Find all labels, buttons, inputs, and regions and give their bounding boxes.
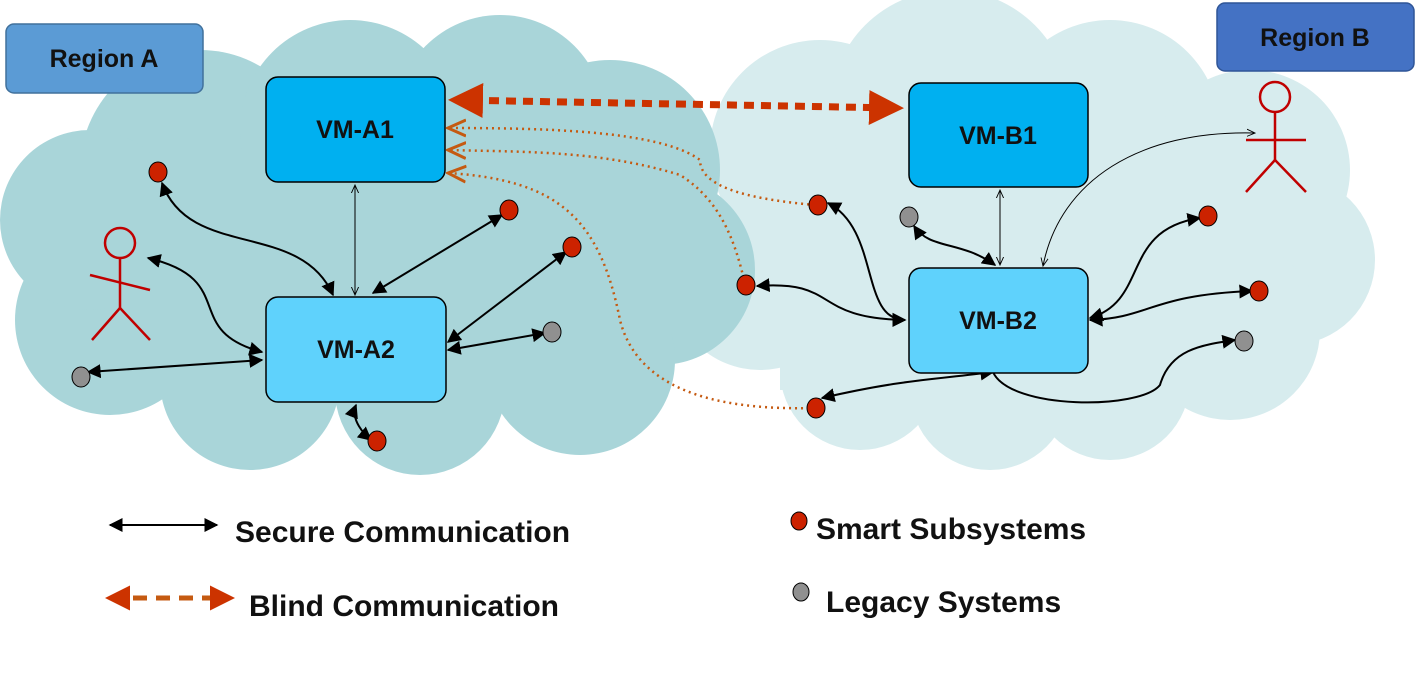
region-a-label: Region A: [50, 45, 159, 73]
region-a-tag: Region A: [5, 23, 204, 94]
region-b-label: Region B: [1260, 24, 1370, 52]
red-dot-icon: [736, 274, 756, 296]
red-dot-icon: [562, 236, 582, 258]
red-dot-icon: [790, 511, 808, 531]
gray-dot-icon: [1234, 330, 1254, 352]
legend-secure-label: Secure Communication: [235, 516, 570, 549]
vm-a2-box: VM-A2: [265, 296, 447, 403]
red-dot-icon: [806, 397, 826, 419]
legend-legacy-label: Legacy Systems: [826, 586, 1061, 619]
legend-blind-label: Blind Communication: [249, 590, 559, 623]
red-dot-icon: [1249, 280, 1269, 302]
vm-a2-label: VM-A2: [317, 336, 395, 364]
secure-links: [86, 133, 1255, 441]
legend-smart-label: Smart Subsystems: [816, 513, 1086, 546]
blind-link-a1-b1: [448, 83, 904, 125]
person-icon: [89, 226, 151, 341]
vm-a1-label: VM-A1: [316, 116, 394, 144]
gray-dot-icon: [899, 206, 919, 228]
legend: Secure Communication Blind Communication…: [105, 511, 1086, 623]
gray-dot-icon: [71, 366, 91, 388]
red-dot-icon: [367, 430, 387, 452]
gray-dot-icon: [542, 321, 562, 343]
red-dot-icon: [1198, 205, 1218, 227]
red-dot-icon: [148, 161, 168, 183]
red-dot-icon: [499, 199, 519, 221]
vm-b1-box: VM-B1: [908, 82, 1089, 188]
vm-b1-label: VM-B1: [959, 122, 1037, 150]
legacy-system-nodes: [71, 206, 1254, 388]
vm-a1-box: VM-A1: [265, 76, 446, 183]
gray-dot-icon: [792, 582, 810, 602]
vm-b2-box: VM-B2: [908, 267, 1089, 374]
vm-b2-label: VM-B2: [959, 307, 1037, 335]
smart-subsystem-nodes: [148, 161, 1269, 452]
person-icon: [1245, 80, 1307, 193]
red-dot-icon: [808, 194, 828, 216]
region-b-tag: Region B: [1216, 2, 1415, 72]
